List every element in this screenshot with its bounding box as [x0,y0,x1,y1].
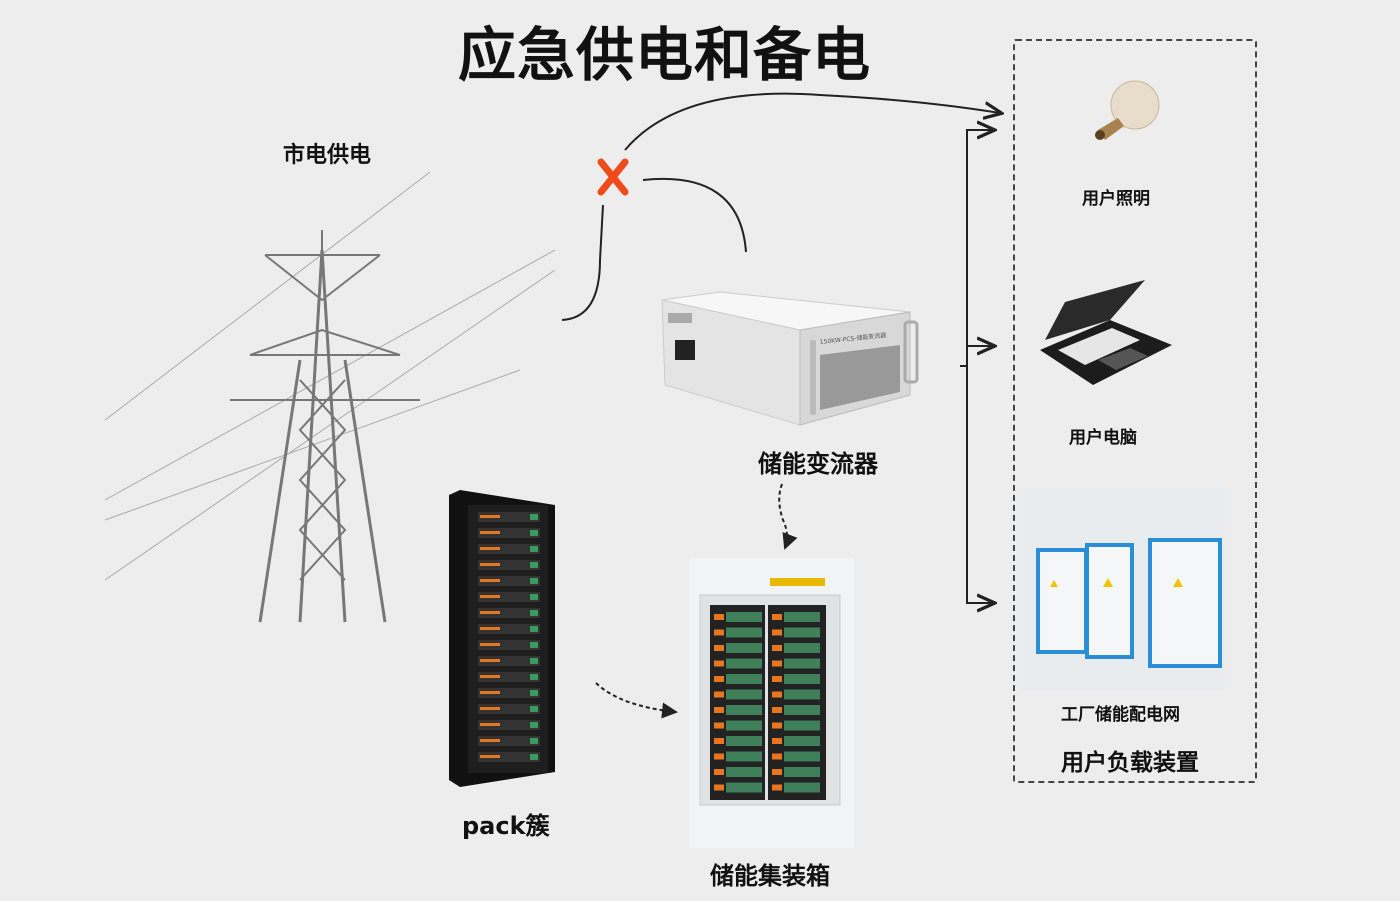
computer-label: 用户电脑 [1069,428,1137,448]
lighting-label: 用户照明 [1082,189,1150,209]
laptop-icon [1040,280,1172,385]
distribution-cabinets-icon [1022,488,1225,691]
light-bulb-icon [1095,80,1160,140]
load-group-label: 用户负载装置 [1061,750,1199,776]
pack-to-container-arrow [595,682,678,719]
pcs-supply-line [642,178,747,253]
grid-label: 市电供电 [283,143,372,168]
user-load-group [1013,39,1257,783]
disconnect-cross-icon [597,158,629,196]
grid-to-load-arrow [624,92,1000,151]
pcs-label: 储能变流器 [758,450,878,478]
pack-label: pack簇 [462,812,550,840]
battery-rack-icon [449,490,555,787]
pcs-to-container-arrow [778,483,798,550]
pcs-cabinet-icon [661,291,919,426]
load-bus-lines [960,130,993,603]
grid-supply-line [561,204,604,321]
container-label: 储能集装箱 [710,862,830,890]
transmission-tower-icon [104,171,556,623]
factory-grid-label: 工厂储能配电网 [1061,705,1180,725]
battery-container-icon [689,558,854,848]
page-title: 应急供电和备电 [458,21,872,89]
